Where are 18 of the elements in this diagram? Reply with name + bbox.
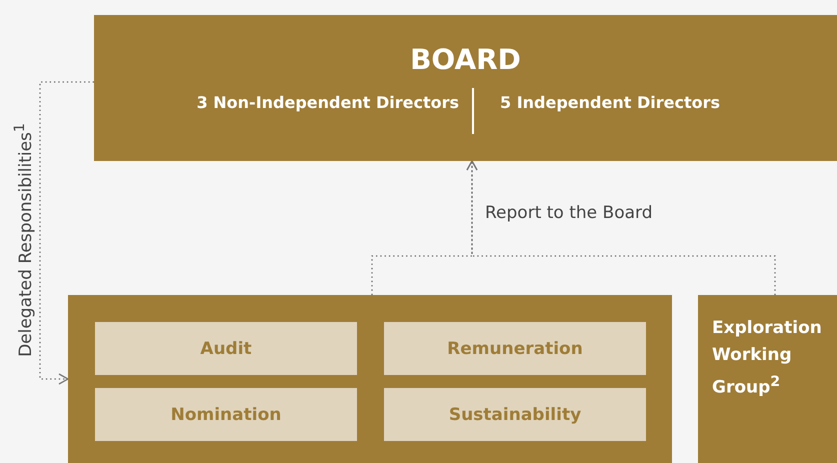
director-count: 3 Non-Independent Directors bbox=[196, 93, 459, 112]
board-box bbox=[94, 15, 837, 161]
committee-name: Remuneration bbox=[447, 338, 583, 358]
working-group-box bbox=[698, 295, 837, 463]
board-title: BOARD bbox=[409, 43, 522, 76]
edge-label: Report to the Board bbox=[485, 203, 652, 223]
connector-arrow bbox=[39, 81, 94, 385]
committee-box bbox=[95, 322, 357, 375]
committee-box bbox=[95, 388, 357, 441]
committees-panel bbox=[68, 295, 672, 463]
group-name: Exploration Working Group$^{2}$ bbox=[712, 317, 823, 400]
director-count: 5 Independent Directors bbox=[500, 93, 720, 112]
committee-name: Audit bbox=[200, 338, 252, 358]
committee-box bbox=[384, 322, 646, 375]
committee-name: Nomination bbox=[170, 404, 282, 424]
committee-name: Sustainability bbox=[448, 404, 582, 424]
connector-arrow bbox=[466, 160, 776, 295]
committee-box bbox=[384, 388, 646, 441]
